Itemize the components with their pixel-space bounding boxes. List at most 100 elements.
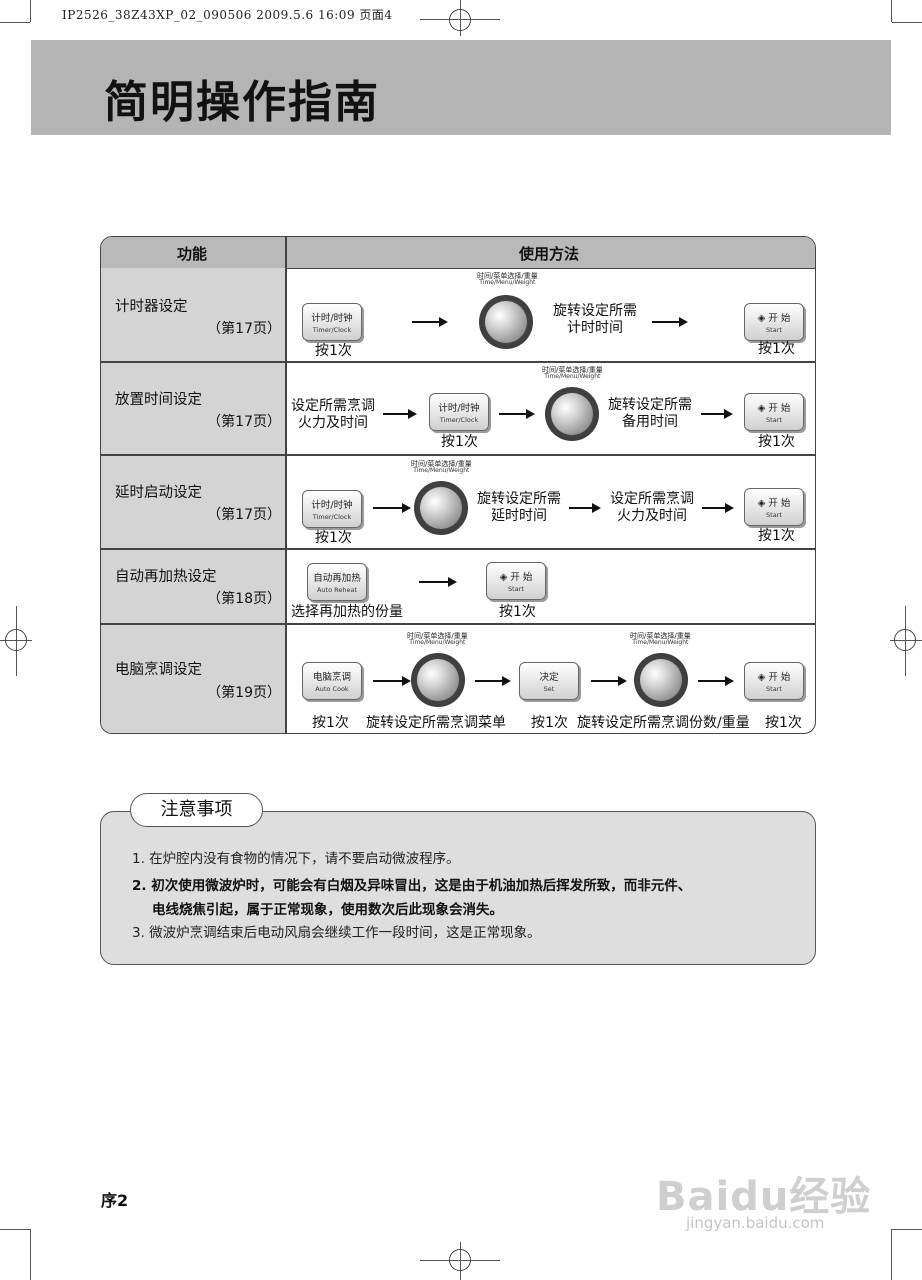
- auto-reheat-button: 自动再加热 Auto Reheat: [307, 563, 367, 601]
- timer-clock-button: 计时/时钟 Timer/Clock: [429, 393, 489, 431]
- turn-instruction: 旋转设定所需 延时时间: [477, 491, 561, 524]
- note-item: 电线烧焦引起，属于正常现象，使用数次后此现象会消失。: [152, 902, 503, 918]
- press-once-label: 按1次: [758, 528, 795, 544]
- notes-heading: 注意事项: [130, 793, 263, 827]
- start-diamond-icon: ◈: [499, 572, 508, 583]
- trim-mark: [0, 1229, 30, 1230]
- function-page-ref: （第17页）: [207, 321, 281, 337]
- function-name: 自动再加热设定: [115, 569, 217, 585]
- start-button: ◈ 开 始 Start: [744, 393, 804, 431]
- pre-setting-instruction: 设定所需烹调 火力及时间: [291, 398, 375, 431]
- table-header: 功能 使用方法: [101, 237, 815, 269]
- notes-box: [100, 811, 816, 965]
- page-number: 序2: [101, 1191, 129, 1210]
- press-once-label: 按1次: [531, 715, 568, 731]
- turn-quantity-instruction: 旋转设定所需烹调份数/重量: [577, 715, 750, 731]
- turn-menu-instruction: 旋转设定所需烹调菜单: [366, 715, 506, 731]
- col-usage-header: 使用方法: [519, 245, 580, 263]
- start-button: ◈ 开 始 Start: [486, 562, 546, 600]
- print-header: IP2526_38Z43XP_02_090506 2009.5.6 16:09 …: [62, 8, 393, 22]
- press-once-label: 按1次: [315, 343, 352, 359]
- trim-mark: [0, 22, 30, 23]
- baidu-watermark-url: jingyan.baidu.com: [686, 1214, 825, 1232]
- function-name: 延时启动设定: [115, 485, 202, 501]
- press-once-label: 按1次: [315, 530, 352, 546]
- arrow-icon: [652, 317, 688, 327]
- dial-knob-icon: [414, 481, 468, 535]
- start-diamond-icon: ◈: [757, 313, 766, 324]
- note-item: 1. 在炉腔内没有食物的情况下，请不要启动微波程序。: [132, 851, 460, 867]
- set-instruction: 设定所需烹调 火力及时间: [610, 491, 694, 524]
- page-title: 简明操作指南: [104, 77, 380, 128]
- registration-mark: [449, 9, 471, 31]
- trim-mark: [891, 0, 892, 22]
- turn-instruction: 旋转设定所需 备用时间: [608, 397, 692, 430]
- press-once-label: 按1次: [499, 604, 536, 620]
- function-name: 计时器设定: [115, 299, 188, 315]
- arrow-icon: [591, 676, 627, 686]
- arrow-icon: [373, 503, 411, 513]
- registration-mark: [5, 629, 27, 651]
- column-divider: [285, 237, 287, 733]
- arrow-icon: [412, 317, 448, 327]
- function-cell: [101, 454, 285, 548]
- registration-mark: [449, 1249, 471, 1271]
- start-button: ◈ 开 始 Start: [744, 488, 804, 526]
- set-button: 决定 Set: [519, 662, 579, 700]
- start-button: ◈ 开 始 Start: [744, 662, 804, 700]
- arrow-icon: [702, 503, 734, 513]
- row-divider: [101, 623, 815, 625]
- note-item: 3. 微波炉烹调结束后电动风扇会继续工作一段时间，这是正常现象。: [132, 925, 541, 941]
- function-page-ref: （第17页）: [207, 414, 281, 430]
- col-function-header: 功能: [177, 245, 208, 263]
- function-page-ref: （第18页）: [207, 591, 281, 607]
- function-name: 电脑烹调设定: [115, 662, 202, 678]
- row-divider: [101, 361, 815, 363]
- function-cell: [101, 361, 285, 454]
- note-item: 2. 初次使用微波炉时，可能会有白烟及异味冒出，这是由于机油加热后挥发所致，而非…: [132, 878, 692, 894]
- arrow-icon: [475, 676, 511, 686]
- dial-knob-icon: [545, 387, 599, 441]
- dial-label: 时间/菜单选择/重量 Time/Menu/Weight: [477, 272, 538, 287]
- arrow-icon: [383, 409, 417, 419]
- dial-knob-icon: [634, 653, 688, 707]
- dial-label: 时间/菜单选择/重量 Time/Menu/Weight: [542, 366, 603, 381]
- title-band: [31, 40, 891, 135]
- trim-mark: [892, 22, 922, 23]
- arrow-icon: [698, 676, 734, 686]
- timer-clock-button: 计时/时钟 Timer/Clock: [302, 490, 362, 528]
- dial-label: 时间/菜单选择/重量 Time/Menu/Weight: [407, 632, 468, 647]
- trim-mark: [891, 1229, 892, 1280]
- dial-label: 时间/菜单选择/重量 Time/Menu/Weight: [411, 460, 472, 475]
- arrow-icon: [373, 676, 411, 686]
- function-page-ref: （第19页）: [207, 685, 281, 701]
- start-diamond-icon: ◈: [757, 498, 766, 509]
- arrow-icon: [569, 503, 601, 513]
- function-cell: [101, 548, 285, 623]
- press-once-label: 按1次: [441, 434, 478, 450]
- press-once-label: 按1次: [312, 715, 349, 731]
- arrow-icon: [419, 577, 457, 587]
- select-portion-label: 选择再加热的份量: [291, 604, 403, 620]
- arrow-icon: [701, 409, 733, 419]
- turn-instruction: 旋转设定所需 计时时间: [553, 303, 637, 336]
- registration-mark: [894, 629, 916, 651]
- press-once-label: 按1次: [758, 341, 795, 357]
- trim-mark: [30, 1229, 31, 1280]
- function-name: 放置时间设定: [115, 392, 202, 408]
- dial-label: 时间/菜单选择/重量 Time/Menu/Weight: [630, 632, 691, 647]
- dial-knob-icon: [479, 295, 533, 349]
- start-diamond-icon: ◈: [757, 403, 766, 414]
- function-table: 功能 使用方法 计时器设定 （第17页） 计时/时钟 Timer/Clock 按…: [100, 236, 816, 734]
- press-once-label: 按1次: [758, 434, 795, 450]
- start-button: ◈ 开 始 Start: [744, 303, 804, 341]
- function-cell: [101, 268, 285, 361]
- row-divider: [101, 548, 815, 550]
- trim-mark: [892, 1229, 922, 1230]
- baidu-watermark-logo: Baidu经验: [656, 1174, 872, 1220]
- row-divider: [101, 454, 815, 456]
- auto-cook-button: 电脑烹调 Auto Cook: [302, 662, 362, 700]
- start-diamond-icon: ◈: [757, 672, 766, 683]
- dial-knob-icon: [411, 653, 465, 707]
- press-once-label: 按1次: [765, 715, 802, 731]
